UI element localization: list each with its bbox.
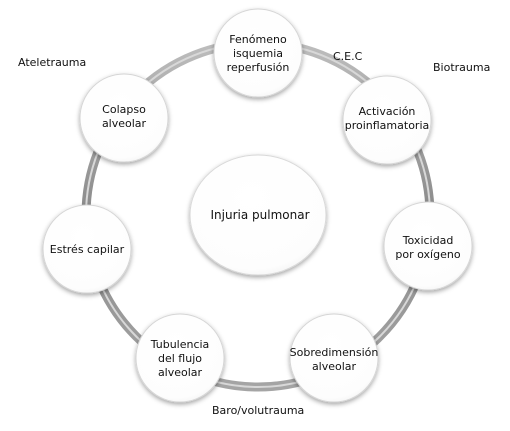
center-label: Injuria pulmonar bbox=[211, 208, 310, 222]
node-fenomeno: Fenómeno isquemia reperfusión bbox=[213, 8, 303, 98]
node-sobredimension: Sobredimensión alveolar bbox=[289, 313, 379, 403]
node-colapso-line-2: alveolar bbox=[102, 117, 147, 130]
node-estres-line-1: Estrés capilar bbox=[50, 243, 125, 256]
node-tubulencia-line-3: alveolar bbox=[158, 366, 203, 379]
node-toxicidad-line-2: por oxígeno bbox=[395, 248, 460, 261]
node-sobredimension-line-1: Sobredimensión bbox=[290, 346, 379, 359]
node-tubulencia-line-1: Tubulencia bbox=[150, 338, 210, 351]
label-ateletrauma: Ateletrauma bbox=[18, 56, 87, 69]
node-colapso-line-1: Colapso bbox=[102, 103, 146, 116]
node-estres: Estrés capilar bbox=[42, 204, 132, 294]
node-toxicidad-line-1: Toxicidad bbox=[402, 234, 454, 247]
node-tubulencia: Tubulencia del flujo alveolar bbox=[135, 313, 225, 403]
node-activacion: Activación proinflamatoria bbox=[342, 75, 432, 165]
node-sobredimension-line-2: alveolar bbox=[312, 360, 357, 373]
center-node: Injuria pulmonar bbox=[189, 154, 327, 276]
node-colapso: Colapso alveolar bbox=[79, 73, 169, 163]
node-fenomeno-line-2: isquemia bbox=[233, 47, 283, 60]
node-fenomeno-line-3: reperfusión bbox=[227, 61, 290, 74]
node-toxicidad: Toxicidad por oxígeno bbox=[383, 201, 473, 291]
node-fenomeno-line-1: Fenómeno bbox=[229, 33, 287, 46]
node-activacion-line-2: proinflamatoria bbox=[345, 119, 430, 132]
node-tubulencia-line-2: del flujo bbox=[158, 352, 202, 365]
label-barovolutrauma: Baro/volutrauma bbox=[212, 404, 305, 417]
label-biotrauma: Biotrauma bbox=[433, 61, 491, 74]
node-activacion-line-1: Activación bbox=[359, 105, 416, 118]
label-cec: C.E.C bbox=[333, 50, 363, 63]
